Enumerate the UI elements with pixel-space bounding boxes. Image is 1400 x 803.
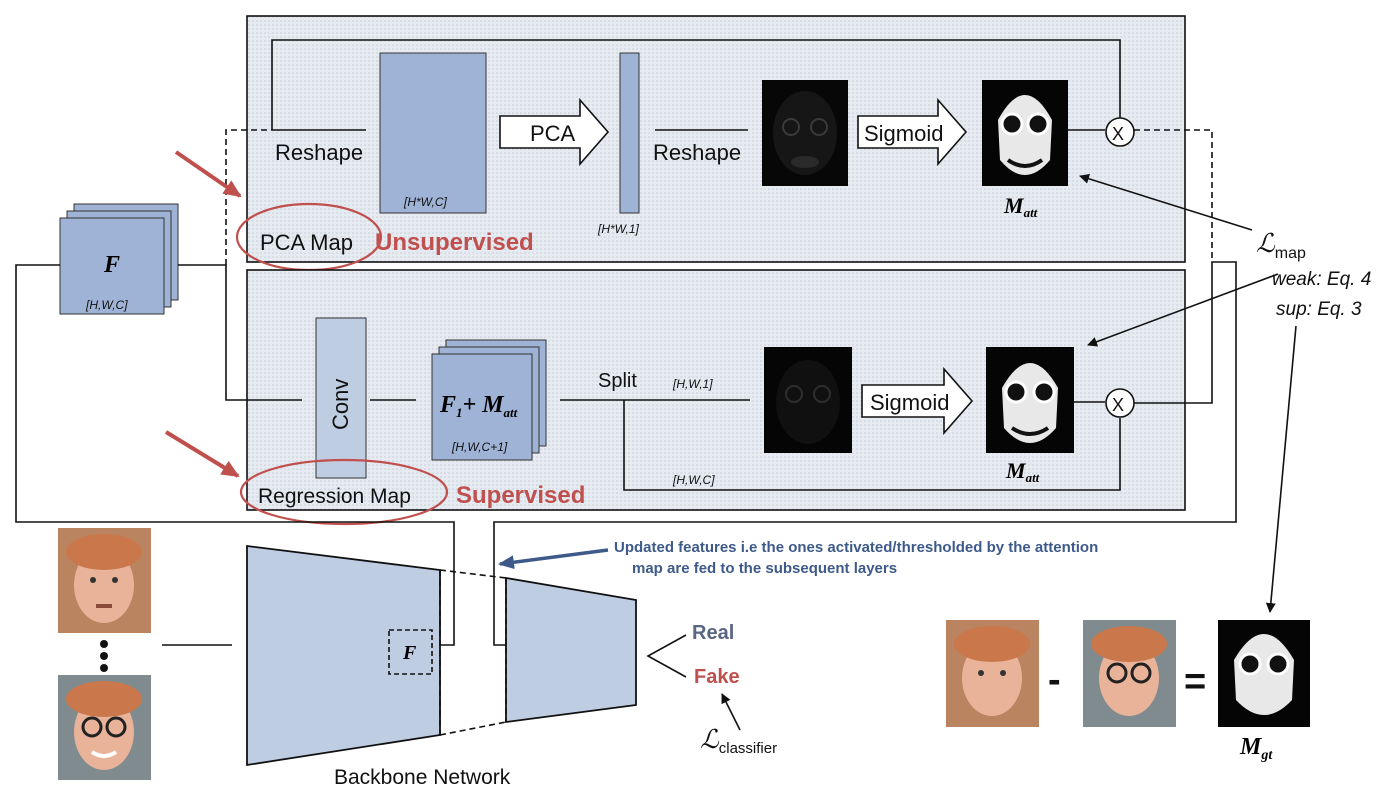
red-arrow-pca <box>174 150 242 198</box>
ellipsis-dot <box>100 664 108 672</box>
output-fake: Fake <box>694 666 740 688</box>
conv-block <box>315 317 367 479</box>
svg-text:F1+ Matt: F1+ Matt <box>439 392 518 420</box>
split-label: Split <box>598 370 637 392</box>
reg-sigmoid-arrow <box>861 366 974 436</box>
svg-text:Matt: Matt <box>1005 458 1040 485</box>
f1-plus: + M <box>463 392 506 418</box>
pca-dim1: [H*W,C] <box>403 195 448 209</box>
pca-sigmoid-label: Sigmoid <box>864 121 943 146</box>
reg-matt-base: M <box>1005 458 1027 483</box>
pca-arrow-label: PCA <box>530 121 576 146</box>
reg-supervised-tag: Supervised <box>456 482 585 509</box>
regression-map-panel: Conv F1+ Matt [H,W,C+1] Split [H,W,1] [H… <box>239 269 1186 526</box>
input-faces <box>58 528 151 780</box>
output-real: Real <box>692 622 734 644</box>
split-dim2: [H,W,C] <box>672 473 715 487</box>
regression-map-label: Regression Map <box>258 485 411 508</box>
loss-classifier-sub: classifier <box>719 740 777 757</box>
pca-multiply-label: X <box>1112 124 1124 144</box>
pca-sigmoid-arrow <box>857 97 968 167</box>
svg-text:Mgt: Mgt <box>1239 734 1273 763</box>
eq-minus: - <box>1048 659 1061 701</box>
pca-unsupervised-tag: Unsupervised <box>375 229 534 256</box>
red-arrow-regression <box>164 430 240 478</box>
reg-sigmoid-label: Sigmoid <box>870 390 949 415</box>
ellipsis-dot <box>100 652 108 660</box>
eq-real-face-image <box>946 620 1039 727</box>
loss-map-annotation: ℒmap weak: Eq. 4 sup: Eq. 3 <box>1079 173 1371 613</box>
pca-matt-sub: att <box>1024 205 1038 220</box>
pca-arrow <box>499 97 610 167</box>
f1-sub: 1 <box>456 405 463 420</box>
note-arrow <box>498 548 609 570</box>
ellipsis-dot <box>100 640 108 648</box>
backbone-feature-box <box>388 629 433 675</box>
reg-matt-sub: att <box>1026 470 1040 485</box>
loss-map-weak: weak: Eq. 4 <box>1272 269 1371 290</box>
feature-name: F <box>103 252 120 278</box>
loss-map-symbol: ℒ <box>1256 229 1276 258</box>
mask-equation: - = Mgt <box>946 620 1310 763</box>
f1-base: F <box>439 392 456 418</box>
note-line2: map are fed to the subsequent layers <box>632 560 897 577</box>
backbone-label: Backbone Network <box>334 766 511 789</box>
pca-feature-block <box>379 52 487 214</box>
pca-vector-block <box>619 52 640 214</box>
f1-dim: [H,W,C+1] <box>451 440 508 454</box>
backbone-feature-label: F <box>402 642 417 664</box>
f1-plus-sub: att <box>504 405 518 420</box>
conv-label: Conv <box>328 379 353 430</box>
svg-text:Matt: Matt <box>1003 193 1038 220</box>
svg-text:ℒclassifier: ℒclassifier <box>700 725 777 757</box>
note-line1: Updated features i.e the ones activated/… <box>614 539 1098 556</box>
split-dim1: [H,W,1] <box>672 377 713 391</box>
pca-map-panel: Reshape [H*W,C] PCA [H*W,1] Reshape Sigm… <box>235 15 1186 272</box>
loss-map-sub: map <box>1275 245 1306 262</box>
input-face-fake-image <box>58 675 151 780</box>
input-face-real-image <box>58 528 151 633</box>
pca-reshape-label: Reshape <box>275 140 363 165</box>
feature-stack <box>59 203 179 315</box>
mgt-sub: gt <box>1260 748 1273 763</box>
pca-dim2: [H*W,1] <box>597 222 640 236</box>
pca-map-label: PCA Map <box>260 230 353 255</box>
reg-attention-map-image <box>986 347 1074 453</box>
f1-matt-block <box>431 339 547 461</box>
loss-map-sup: sup: Eq. 3 <box>1276 299 1362 320</box>
loss-classifier-symbol: ℒ <box>700 725 720 754</box>
reg-attention-raw-image <box>764 347 852 453</box>
pca-multiply-node <box>1105 117 1135 147</box>
feature-dim: [H,W,C] <box>85 298 128 312</box>
pca-reshape2-label: Reshape <box>653 140 741 165</box>
eq-fake-face-image <box>1083 620 1176 727</box>
pca-attention-raw-image <box>762 80 848 186</box>
mgt-base: M <box>1239 734 1263 760</box>
reg-multiply-label: X <box>1112 395 1124 415</box>
eq-equals: = <box>1184 661 1206 703</box>
mgt-image <box>1218 620 1310 727</box>
pca-attention-map-image <box>982 80 1068 186</box>
svg-text:ℒmap: ℒmap <box>1256 229 1306 262</box>
pca-matt-base: M <box>1003 193 1025 218</box>
backbone-second-half <box>505 576 637 724</box>
